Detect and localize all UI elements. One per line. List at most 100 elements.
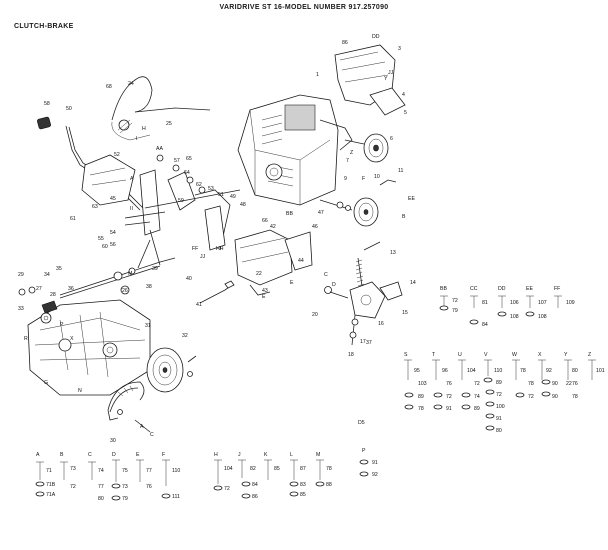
callout: 10	[374, 174, 380, 180]
hardware-number: 72	[528, 394, 534, 400]
hardware-letter: H	[214, 452, 218, 458]
callout: 24	[128, 81, 134, 87]
hardware-number: 89	[496, 380, 502, 386]
hardware-letter: B	[60, 452, 64, 458]
hardware-letter: Y	[564, 352, 568, 358]
diagram-title: VARIDRIVE ST 16-MODEL NUMBER 917.257090	[219, 4, 389, 11]
hardware-number: 103	[418, 381, 427, 387]
hardware-number: 84	[482, 322, 488, 328]
hardware-number: 91	[496, 416, 502, 422]
brake-pivot	[324, 281, 403, 319]
callout: I	[136, 136, 137, 142]
callout: 86	[342, 40, 348, 46]
callout: 11	[398, 168, 403, 174]
hardware-letter: D	[112, 452, 116, 458]
hardware-number: 75	[122, 468, 128, 474]
hardware-letter: K	[264, 452, 268, 458]
callout: 36	[68, 286, 74, 292]
hardware-number: 80	[496, 428, 502, 434]
hardware-number: 77	[146, 468, 152, 474]
hardware-number: 72	[496, 392, 502, 398]
callout-labels: 1 3 4 5 6 7 9 10 11 13 14 15 16 17 18 20…	[18, 34, 416, 444]
hardware-number: 79	[122, 496, 128, 502]
hardware-number: 108	[538, 314, 547, 320]
clutch-pulley	[319, 179, 397, 227]
hardware-number: 95	[414, 368, 420, 374]
hardware-number: 109	[566, 300, 575, 306]
lever-bracket	[81, 154, 136, 206]
callout: 64	[184, 170, 190, 176]
hardware-number: 91	[372, 460, 378, 466]
callout: 63	[92, 204, 98, 210]
hardware-number: 71A	[46, 492, 56, 498]
hardware-top-row-art	[439, 295, 562, 325]
callout: 66	[262, 218, 268, 224]
hardware-letter: S	[404, 352, 408, 358]
hardware-number: 77	[98, 484, 104, 490]
callout: D5	[358, 420, 365, 426]
callout: Y	[384, 76, 388, 82]
callout: F	[362, 176, 365, 182]
hardware-number: 100	[496, 404, 505, 410]
hardware-number: 71B	[46, 482, 56, 488]
callout: 17	[360, 339, 366, 345]
mounting-bracket	[234, 229, 313, 296]
hardware-number: 78	[572, 394, 578, 400]
hardware-number: 88	[326, 482, 332, 488]
hardware-number: 86	[252, 494, 258, 500]
hardware-letter: EE	[526, 286, 533, 292]
hardware-number: 85	[300, 492, 306, 498]
callout: H	[142, 126, 146, 132]
hardware-number: 111	[172, 494, 180, 500]
callout: JJ	[388, 70, 394, 76]
hardware-number: 72	[70, 484, 76, 490]
hardware-number: 72	[446, 394, 452, 400]
hardware-number: 78	[326, 466, 332, 472]
hardware-number: 80	[572, 368, 578, 374]
callout: 26	[122, 288, 128, 294]
callout: 48	[240, 202, 246, 208]
hardware-number: 104	[224, 466, 233, 472]
callout: 32	[182, 333, 188, 339]
callout: A	[130, 176, 134, 182]
callout: 65	[186, 156, 192, 162]
hardware-number: 74	[98, 468, 104, 474]
engine-assembly	[237, 94, 353, 206]
callout: 41	[196, 302, 202, 308]
hardware-number: 96	[442, 368, 448, 374]
callout: 9	[344, 176, 347, 182]
hardware-number: 89	[418, 394, 424, 400]
hardware-number: 71	[46, 468, 52, 474]
callout: 46	[312, 224, 318, 230]
hardware-number: 110	[494, 368, 502, 374]
callout: G	[44, 380, 48, 386]
callout: 35	[56, 266, 62, 272]
hardware-letter: F	[162, 452, 165, 458]
hardware-number: 89	[474, 406, 480, 412]
cable-47	[199, 280, 235, 304]
callout: Z	[350, 150, 353, 156]
hardware-number: 72	[474, 381, 480, 387]
callout: 47	[318, 210, 324, 216]
callout: A	[140, 424, 144, 430]
callout: 16	[378, 321, 384, 327]
callout: 56	[110, 242, 116, 248]
hardware-number: 22	[566, 381, 572, 387]
callout: E	[262, 294, 266, 300]
callout: 3	[398, 46, 401, 52]
hardware-mid-row: S T U V W X Y Z 95 96 104 110 78 92 80 1…	[404, 352, 605, 434]
engine-pulley	[344, 133, 389, 163]
hardware-letter: V	[484, 352, 488, 358]
callout: 38	[146, 284, 152, 290]
hardware-number: 92	[372, 472, 378, 478]
callout: AA	[156, 146, 163, 152]
hardware-number: 90	[552, 394, 558, 400]
hardware-bottom-row: A B C D E F H J K L M P 71 73 74 75 77 1…	[36, 448, 378, 502]
callout: 20	[312, 312, 318, 318]
callout: 68	[106, 84, 112, 90]
callout: 42	[270, 224, 276, 230]
engine-shroud	[334, 44, 406, 116]
hardware-letter: DD	[498, 286, 506, 292]
hardware-letter: M	[316, 452, 320, 458]
callout: 55	[98, 236, 104, 242]
